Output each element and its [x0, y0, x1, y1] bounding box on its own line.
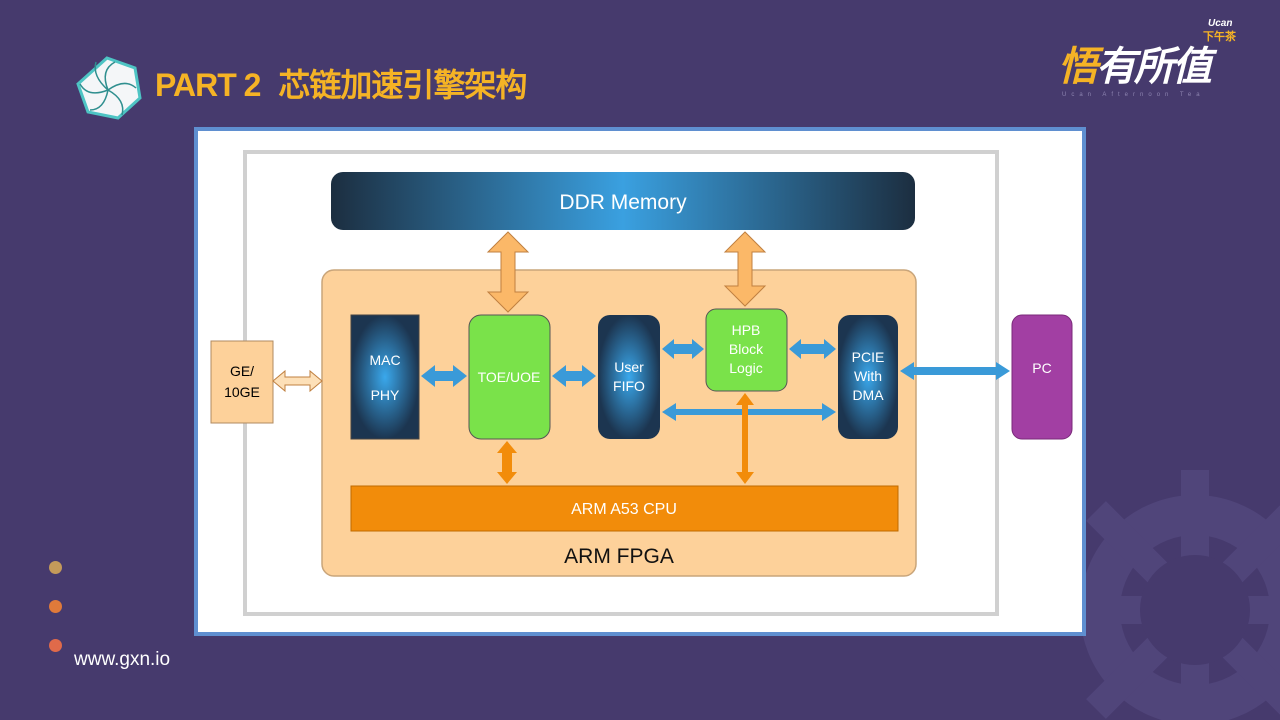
mac-toe-arrow — [421, 365, 467, 387]
hpb-label-2: Block — [729, 341, 764, 357]
toe-uoe-block — [468, 314, 551, 440]
hpb-label-1: HPB — [732, 322, 761, 338]
brand-logo: Ucan 下午茶 悟有所值 Ucan Afternoon Tea — [1058, 18, 1258, 108]
pcie-label-2: With — [854, 368, 882, 384]
bullet-dot — [49, 639, 62, 652]
ddr-memory-block — [331, 172, 915, 230]
fifo-label-2: FIFO — [613, 378, 645, 394]
pcie-pc-arrow — [900, 362, 1010, 380]
phy-label: PHY — [371, 387, 400, 403]
ddr-label: DDR Memory — [559, 191, 687, 214]
fifo-pcie-arrow — [662, 403, 836, 421]
cpu-block — [350, 485, 899, 532]
hpb-block — [705, 308, 788, 392]
bullet-dot — [49, 561, 62, 574]
bullet-dot — [49, 600, 62, 613]
ge-label-1: GE/ — [230, 363, 254, 379]
cpu-label: ARM A53 CPU — [571, 501, 677, 518]
brand-ucan: Ucan — [1208, 18, 1233, 29]
pc-block — [1011, 314, 1073, 440]
toe-cpu-arrow — [497, 441, 517, 484]
ddr-hpb-arrow — [723, 231, 767, 307]
pcie-label-1: PCIE — [852, 349, 885, 365]
hpb-pcie-arrow — [789, 339, 836, 359]
title-text: 芯链加速引擎架构 — [278, 67, 527, 103]
ge-label-2: 10GE — [224, 384, 260, 400]
part-label: PART 2 — [155, 67, 261, 103]
pc-label: PC — [1032, 360, 1051, 376]
fifo-hpb-arrow — [662, 339, 704, 359]
ge-fpga-arrow — [272, 369, 323, 393]
brand-main: 悟有所值 — [1058, 45, 1212, 89]
toe-fifo-arrow — [552, 365, 596, 387]
ddr-toe-arrow — [486, 231, 530, 313]
hpb-label-3: Logic — [729, 360, 762, 376]
page-title: PART 2 芯链加速引擎架构 — [155, 66, 527, 104]
pcie-label-3: DMA — [852, 387, 884, 403]
hpb-cpu-arrow — [736, 393, 754, 484]
brand-subtitle: Ucan Afternoon Tea — [1062, 92, 1205, 98]
toe-label: TOE/UOE — [478, 369, 541, 385]
logo-icon — [76, 56, 142, 120]
footer-url: www.gxn.io — [74, 649, 171, 670]
mac-phy-block — [350, 314, 420, 440]
brand-tea: 下午茶 — [1203, 31, 1236, 43]
pcie-block — [838, 315, 898, 439]
user-fifo-block — [598, 315, 660, 439]
ge-block — [210, 340, 274, 424]
fifo-label-1: User — [614, 359, 644, 375]
mac-label: MAC — [369, 352, 400, 368]
fpga-label: ARM FPGA — [564, 545, 674, 568]
